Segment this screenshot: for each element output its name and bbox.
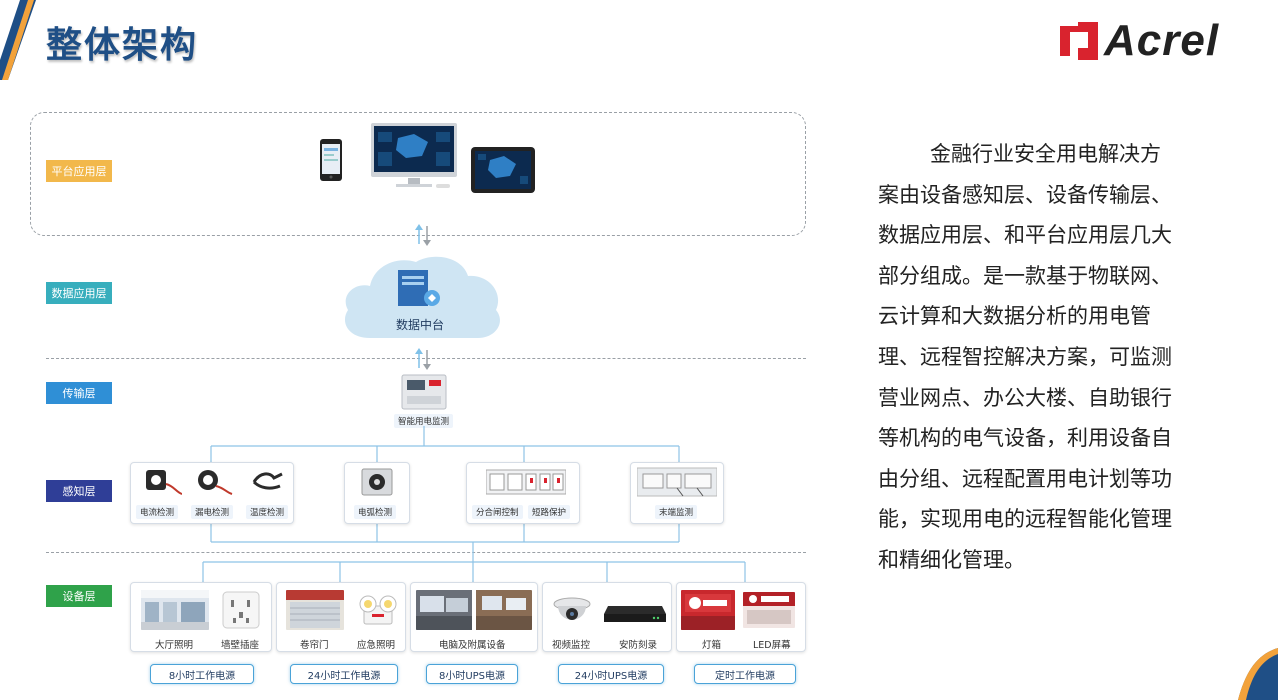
device-label: 电脑及附属设备 xyxy=(439,640,506,651)
wall-socket-image xyxy=(221,590,261,630)
transport-device-label: 智能用电监测 xyxy=(394,414,454,428)
led-screen-image xyxy=(743,592,795,628)
device-label: 应急照明 xyxy=(357,640,396,651)
temperature-sensor-icon xyxy=(250,468,286,500)
layer-label-device: 设备层 xyxy=(46,585,112,607)
separator-line xyxy=(46,358,806,359)
current-sensor-icon xyxy=(142,468,183,500)
description-body: 金融行业安全用电解决方案由设备感知层、设备传输层、数据应用层、和平台应用层几大部… xyxy=(878,142,1172,572)
device-label: 安防刻录 xyxy=(619,640,658,651)
hall-lighting-image xyxy=(141,590,209,630)
power-8h-ups: 8小时UPS电源 xyxy=(426,664,518,684)
data-center-label: 数据中台 xyxy=(396,318,445,332)
device-label: 视频监控 xyxy=(552,640,591,651)
bidirectional-arrow-icon xyxy=(413,348,433,370)
phone-icon xyxy=(319,138,343,186)
emergency-light-image xyxy=(356,592,400,628)
layer-label-data: 数据应用层 xyxy=(46,282,112,304)
computer-equipment-image xyxy=(416,590,532,630)
cloud-icon xyxy=(340,252,504,346)
corner-decoration-bottom-right xyxy=(1218,640,1278,700)
device-label: 灯箱 xyxy=(702,640,722,651)
smart-meter-icon xyxy=(401,374,447,414)
terminal-monitor-icon xyxy=(636,466,718,502)
layer-label-sensing: 感知层 xyxy=(46,480,112,502)
page-title: 整体架构 xyxy=(46,24,199,66)
device-label: 卷帘门 xyxy=(300,640,329,651)
corner-decoration-top-left xyxy=(0,0,36,80)
power-scheduled: 定时工作电源 xyxy=(694,664,796,684)
sensing-label: 电弧检测 xyxy=(354,505,397,519)
light-box-image xyxy=(681,590,735,630)
arc-sensor-icon xyxy=(361,468,393,500)
separator-line xyxy=(46,552,806,553)
layer-label-transport: 传输层 xyxy=(46,382,112,404)
sensing-label: 短路保护 xyxy=(528,505,571,519)
tablet-icon xyxy=(470,146,536,198)
bidirectional-arrow-icon xyxy=(413,224,433,246)
video-camera-image xyxy=(552,594,592,628)
breaker-icon xyxy=(485,468,567,500)
sensing-label: 温度检测 xyxy=(246,505,289,519)
description-text: 金融行业安全用电解决方案由设备感知层、设备传输层、数据应用层、和平台应用层几大部… xyxy=(878,134,1178,581)
sensing-label: 末端监测 xyxy=(655,505,698,519)
sensing-label: 电流检测 xyxy=(136,505,179,519)
device-label: LED屏幕 xyxy=(753,640,791,651)
sensing-label: 分合闸控制 xyxy=(472,505,523,519)
platform-layer-box xyxy=(30,112,806,236)
monitor-icon xyxy=(370,122,460,196)
power-24h-ups: 24小时UPS电源 xyxy=(558,664,664,684)
sensing-label: 漏电检测 xyxy=(191,505,234,519)
device-label: 大厅照明 xyxy=(155,640,194,651)
logo-text: Acrel xyxy=(1104,16,1220,65)
device-label: 墙壁插座 xyxy=(221,640,260,651)
power-8h-work: 8小时工作电源 xyxy=(150,664,254,684)
power-24h-work: 24小时工作电源 xyxy=(290,664,398,684)
leakage-sensor-icon xyxy=(194,468,234,500)
acrel-logo: Acrel xyxy=(1058,16,1248,68)
security-recorder-image xyxy=(604,600,666,624)
rolling-shutter-image xyxy=(286,590,344,630)
layer-label-platform: 平台应用层 xyxy=(46,160,112,182)
